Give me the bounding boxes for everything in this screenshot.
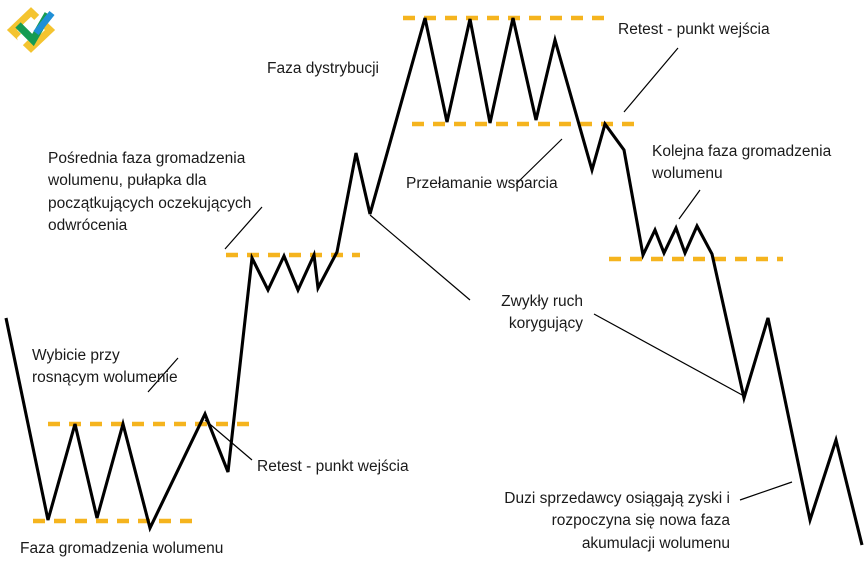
- leader-korekta-long: [369, 214, 471, 301]
- leader-posrednia: [224, 206, 263, 250]
- leader-zwykly: [593, 313, 745, 397]
- brand-logo: [6, 7, 56, 53]
- annotation-faza-dystrybucji: Faza dystrybucji: [267, 60, 379, 77]
- annotation-kolejna-faza: Kolejna faza gromadzenia wolumenu: [652, 143, 832, 183]
- support-resistance-levels: [33, 15, 783, 524]
- leader-retest-top: [623, 47, 679, 113]
- annotation-posrednia-faza: Pośrednia faza gromadzenia wolumenu, puł…: [48, 150, 252, 235]
- annotation-zwykly-ruch: Zwykły ruch korygujący: [501, 293, 583, 333]
- annotation-duzi-sprzedawcy: Duzi sprzedawcy osiągają zyski i rozpocz…: [504, 490, 730, 552]
- annotation-wybicie-przy-rosnacym: Wybicie przy rosnącym wolumenie: [32, 347, 178, 387]
- annotation-retest-punkt-wejscia-top: Retest - punkt wejścia: [618, 21, 770, 38]
- leader-lines: [147, 47, 793, 501]
- annotation-faza-gromadzenia: Faza gromadzenia wolumenu: [20, 540, 224, 557]
- leader-przelamanie: [515, 138, 563, 185]
- leader-kolejna: [678, 189, 701, 220]
- leader-duzi: [739, 481, 793, 501]
- annotation-przelamanie-wsparcia: Przełamanie wsparcia: [406, 175, 558, 192]
- leader-wybicie: [147, 357, 179, 393]
- leader-retest-bottom: [204, 419, 253, 461]
- price-line: [4, 17, 864, 546]
- annotation-retest-punkt-wejscia-bottom: Retest - punkt wejścia: [257, 458, 409, 475]
